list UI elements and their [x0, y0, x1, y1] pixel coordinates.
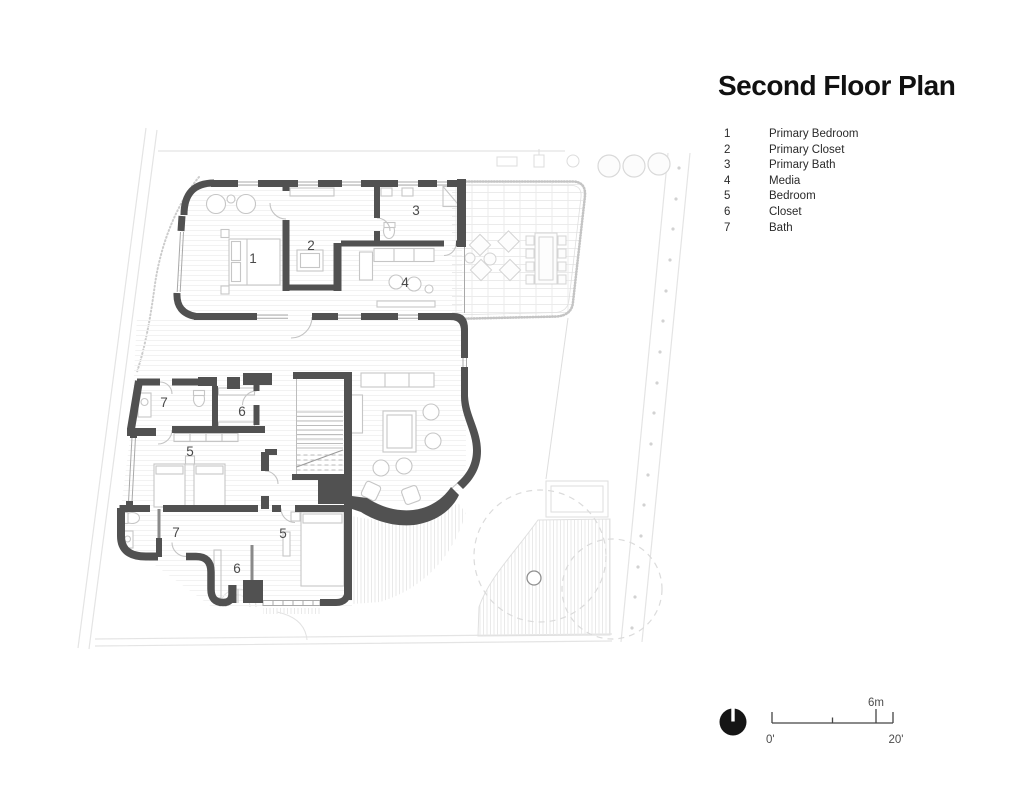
north-arrow-icon [719, 707, 747, 736]
bedroom-low-furniture [282, 511, 345, 587]
legend-label: Primary Bedroom [769, 128, 859, 140]
wall-closet-curve [186, 552, 236, 607]
walls-heavy [117, 373, 352, 600]
legend-row: 7 Bath [724, 221, 858, 237]
window-sill-hatch [263, 608, 320, 614]
walls-layer [117, 179, 481, 607]
legend: 1 Primary Bedroom 2 Primary Closet 3 Pri… [724, 127, 858, 236]
legend-number: 7 [724, 221, 731, 234]
legend-label: Closet [769, 205, 802, 218]
legend-row: 4 Media [724, 174, 858, 190]
garden-feature-circle [526, 570, 542, 586]
scale-bar: 0' 20' 6m [766, 697, 904, 746]
site-objects-north [496, 149, 580, 168]
scale-metric-label: 6m [868, 697, 884, 709]
lower-wing-floor [121, 317, 466, 607]
walls-filled [126, 313, 481, 603]
primary-bedroom-furniture [205, 193, 281, 295]
legend-row: 2 Primary Closet [724, 143, 858, 159]
room-label-primary-bedroom: 1 [249, 251, 257, 266]
legend-label: Media [769, 174, 801, 187]
legend-number: 5 [724, 190, 731, 203]
room-label-bedroom-mid: 5 [186, 444, 194, 459]
terrace-furniture [464, 230, 567, 285]
page-title: Second Floor Plan [718, 70, 956, 101]
legend-row: 6 Closet [724, 205, 858, 221]
scale-start-label: 0' [766, 734, 775, 746]
side-path [620, 152, 691, 643]
walls-partition [156, 186, 462, 557]
legend-number: 6 [724, 205, 731, 218]
room-labels: 1 2 3 4 7 6 5 7 5 6 [160, 203, 420, 576]
legend-row: 1 Primary Bedroom [724, 127, 858, 143]
legend-row: 5 Bedroom [724, 189, 858, 205]
garden-planter [545, 317, 609, 518]
legend-label: Primary Closet [769, 143, 845, 156]
room-label-bedroom-lower: 5 [279, 526, 287, 541]
patio-hatch [352, 503, 466, 604]
terrace-scalloped-border [448, 180, 587, 321]
legend-number: 2 [724, 143, 731, 156]
bath-up-fixtures [137, 389, 206, 418]
room-label-media: 4 [401, 275, 409, 290]
trees-north [597, 152, 671, 178]
media-room-furniture [358, 247, 436, 308]
furniture-layer [121, 185, 567, 599]
legend-label: Bath [769, 221, 793, 234]
walls-thin [157, 509, 254, 580]
scale-end-label: 20' [889, 734, 904, 746]
legend-number: 3 [724, 159, 731, 172]
room-label-bath-upper: 7 [160, 395, 168, 410]
side-path-plantings [630, 166, 681, 630]
legend-number: 1 [724, 128, 731, 140]
property-line-west-2 [88, 129, 158, 650]
room-label-closet-lower: 6 [233, 561, 241, 576]
legend-label: Primary Bath [769, 159, 836, 172]
staircase [296, 378, 344, 476]
room-label-bath-lower: 7 [172, 525, 180, 540]
property-line-west [77, 127, 147, 649]
terrace-border-inner [451, 185, 582, 316]
primary-closet-furniture [289, 187, 335, 272]
walls-main [119, 179, 463, 606]
tree-canopy-large [473, 489, 607, 623]
legend-label: Bedroom [769, 190, 816, 203]
tree-canopy-small [561, 538, 663, 640]
room-label-closet-upper: 6 [238, 404, 246, 419]
bedroom-mid-furniture [153, 432, 239, 508]
room-label-primary-bath: 3 [412, 203, 420, 218]
legend-row: 3 Primary Bath [724, 158, 858, 174]
door-layer [157, 202, 464, 603]
scale-bar-line [771, 709, 894, 724]
legend-number: 4 [724, 174, 731, 187]
lounge-furniture [349, 372, 442, 505]
room-label-primary-closet: 2 [307, 238, 315, 253]
lawn [477, 518, 611, 637]
